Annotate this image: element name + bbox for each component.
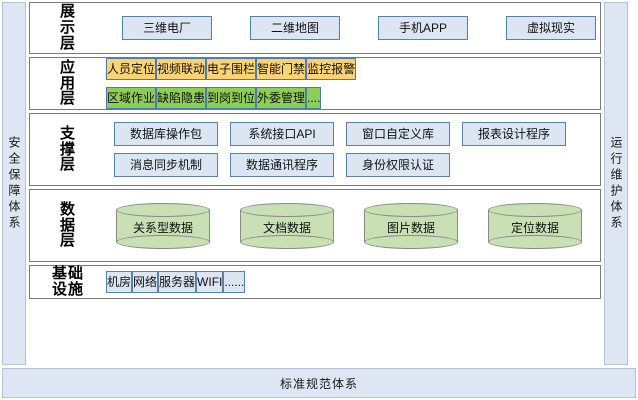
node-display[interactable]: 虚拟现实 xyxy=(506,16,596,40)
node-support[interactable]: 数据库操作包 xyxy=(114,122,218,146)
layer-body-data: 关系型数据 文档数据 图片数据 定位数据 xyxy=(106,202,600,249)
cylinder-bottom-ellipse xyxy=(488,234,582,249)
cylinder-bottom-ellipse xyxy=(240,234,334,249)
node-application[interactable]: 视频联动 xyxy=(156,58,207,80)
layer-body-support: 数据库操作包系统接口API 窗口自定义库报表设计程序消息同步机制数据通讯程序身份权… xyxy=(106,122,600,177)
layer-body-application: 人员定位视频联动电子围栏智能门禁监控报警区域作业缺陷隐患到岗到位外委管理.... xyxy=(106,58,600,109)
cylinder-label: 定位数据 xyxy=(510,221,559,235)
cylinder-label: 关系型数据 xyxy=(132,221,193,235)
node-infrastructure[interactable]: 服务器 xyxy=(158,270,197,293)
cylinder-top-ellipse xyxy=(488,202,582,217)
layer-support: 支 撑 层 数据库操作包系统接口API 窗口自定义库报表设计程序消息同步机制数据通讯… xyxy=(29,113,601,186)
layer-label-application: 应 用 层 xyxy=(59,58,76,108)
left-rail-label: 安全保障体系 xyxy=(7,135,21,232)
node-support[interactable]: 报表设计程序 xyxy=(462,122,566,146)
layer-display: 展 示 层 三维电厂 二维地图 手机APP 虚拟现实 xyxy=(29,2,601,54)
layer-label-support: 支 撑 层 xyxy=(59,124,76,174)
node-display[interactable]: 二维地图 xyxy=(250,16,340,40)
cylinder-bottom-ellipse xyxy=(364,234,458,249)
layer-row: 人员定位视频联动电子围栏智能门禁监控报警 xyxy=(106,58,594,80)
data-store-cylinder[interactable]: 关系型数据 xyxy=(116,202,210,249)
layer-application: 应 用 层人员定位视频联动电子围栏智能门禁监控报警区域作业缺陷隐患到岗到位外委管… xyxy=(29,57,601,110)
node-application[interactable]: 缺陷隐患 xyxy=(156,87,207,109)
node-infrastructure[interactable]: ...... xyxy=(223,270,246,293)
data-store-cylinder[interactable]: 定位数据 xyxy=(488,202,582,249)
node-application[interactable]: 监控报警 xyxy=(306,58,357,80)
data-store-cylinder[interactable]: 文档数据 xyxy=(240,202,334,249)
layer-label-infrastructure: 基础 设施 xyxy=(51,265,84,298)
node-application[interactable]: 人员定位 xyxy=(106,58,157,80)
node-application[interactable]: 到岗到位 xyxy=(206,87,257,109)
node-application[interactable]: 区域作业 xyxy=(106,87,157,109)
layer-body-display: 三维电厂 二维地图 手机APP 虚拟现实 xyxy=(106,16,602,40)
node-support[interactable]: 消息同步机制 xyxy=(114,153,218,177)
cylinder-top-ellipse xyxy=(116,202,210,217)
cylinder-bottom-ellipse xyxy=(116,234,210,249)
right-rail-label: 运行维护体系 xyxy=(609,135,623,232)
node-support[interactable]: 身份权限认证 xyxy=(346,153,450,177)
layer-data: 数 据 层 关系型数据 文档数据 图片数据 定位数据 xyxy=(29,189,601,262)
bottom-band-label: 标准规范体系 xyxy=(279,376,358,391)
cylinder-label: 图片数据 xyxy=(386,221,435,235)
layer-row: 消息同步机制数据通讯程序身份权限认证 xyxy=(106,153,594,177)
cylinder-top-ellipse xyxy=(240,202,334,217)
node-support[interactable]: 窗口自定义库 xyxy=(346,122,450,146)
layer-row: 区域作业缺陷隐患到岗到位外委管理.... xyxy=(106,87,594,109)
bottom-band-standards-system: 标准规范体系 xyxy=(2,368,636,398)
node-application[interactable]: .... xyxy=(306,87,322,109)
node-application[interactable]: 电子围栏 xyxy=(206,58,257,80)
node-display[interactable]: 三维电厂 xyxy=(122,16,212,40)
node-support[interactable]: 数据通讯程序 xyxy=(230,153,334,177)
right-rail-operations-system: 运行维护体系 xyxy=(604,2,628,365)
layer-stack: 展 示 层 三维电厂 二维地图 手机APP 虚拟现实应 用 层 人员定位视频联动电子围栏智… xyxy=(29,2,601,365)
node-infrastructure[interactable]: WIFI xyxy=(196,270,224,293)
node-display[interactable]: 手机APP xyxy=(378,16,468,40)
data-store-cylinder[interactable]: 图片数据 xyxy=(364,202,458,249)
cylinder-top-ellipse xyxy=(364,202,458,217)
node-support[interactable]: 系统接口API xyxy=(230,122,334,146)
left-rail-security-system: 安全保障体系 xyxy=(2,2,26,365)
layer-row: 关系型数据 文档数据 图片数据 定位数据 xyxy=(106,202,594,249)
node-infrastructure[interactable]: 机房 xyxy=(106,270,133,293)
layer-label-data: 数 据 层 xyxy=(59,200,76,250)
node-application[interactable]: 外委管理 xyxy=(256,87,307,109)
layer-label-display: 展 示 层 xyxy=(59,3,76,52)
node-application[interactable]: 智能门禁 xyxy=(256,58,307,80)
layer-row: 数据库操作包系统接口API 窗口自定义库报表设计程序 xyxy=(106,122,594,146)
cylinder-label: 文档数据 xyxy=(262,221,311,235)
node-infrastructure[interactable]: 网络 xyxy=(132,270,159,293)
layer-row: 三维电厂 二维地图 手机APP 虚拟现实 xyxy=(106,16,596,40)
